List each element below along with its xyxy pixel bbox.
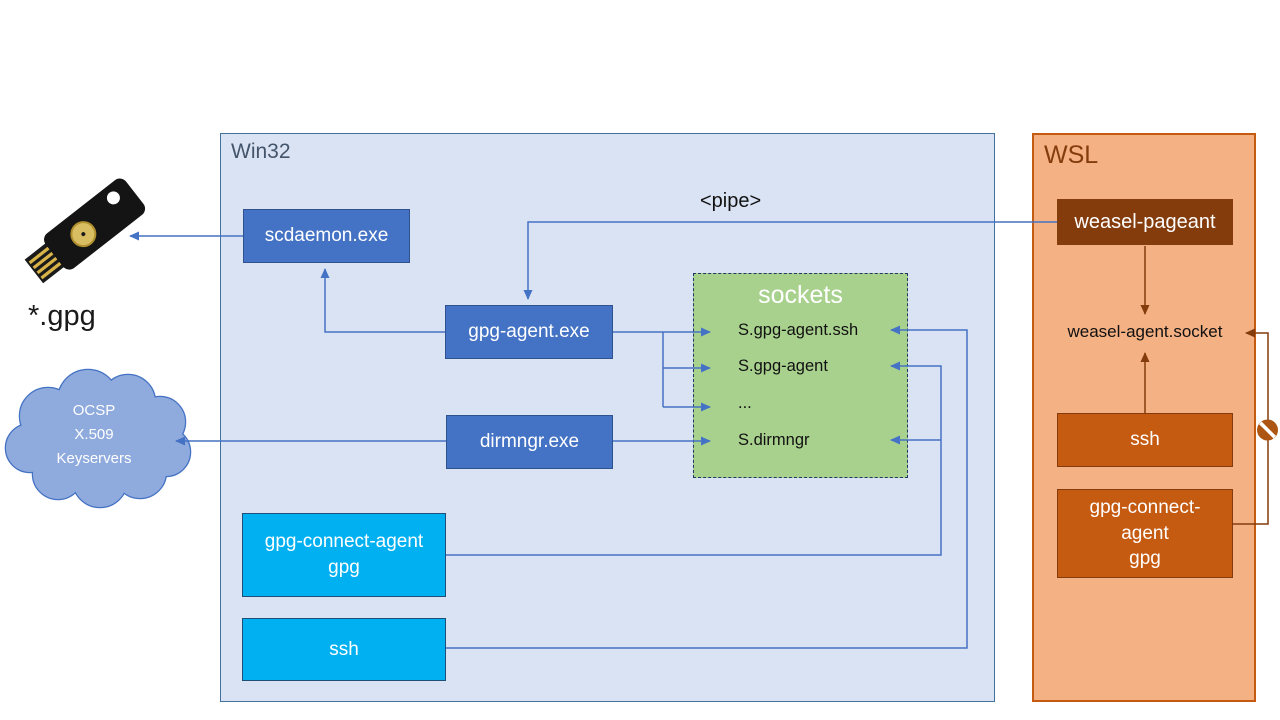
scdaemon-label: scdaemon.exe bbox=[264, 225, 389, 247]
win32-container-label: Win32 bbox=[231, 140, 291, 163]
win32-ssh-box: ssh bbox=[242, 618, 446, 681]
wsl-gpg-connect-agent-label-line1: gpg-connect- bbox=[1089, 497, 1201, 519]
pipe-label: <pipe> bbox=[700, 190, 762, 212]
wsl-ssh-label: ssh bbox=[1130, 429, 1160, 451]
cloud-text-line1: OCSP bbox=[72, 402, 116, 419]
yubikey-icon bbox=[24, 178, 146, 284]
socket-entry-gpg-agent-ssh: S.gpg-agent.ssh bbox=[738, 321, 859, 339]
dirmngr-box: dirmngr.exe bbox=[446, 415, 613, 469]
scdaemon-box: scdaemon.exe bbox=[243, 209, 410, 263]
weasel-agent-socket-label: weasel-agent.socket bbox=[1067, 322, 1223, 341]
gpg-agent-box: gpg-agent.exe bbox=[445, 305, 613, 359]
weasel-pageant-box: weasel-pageant bbox=[1057, 199, 1233, 245]
win32-ssh-label: ssh bbox=[329, 638, 359, 660]
win32-gpg-connect-agent-label-line1: gpg-connect-agent bbox=[264, 531, 424, 553]
wsl-container-label: WSL bbox=[1044, 141, 1099, 169]
socket-entry-dirmngr: S.dirmngr bbox=[738, 431, 810, 449]
gpg-agent-label: gpg-agent.exe bbox=[468, 321, 590, 343]
cloud-text-line2: X.509 bbox=[74, 426, 114, 443]
socket-entry-ellipsis: ... bbox=[738, 394, 752, 412]
wsl-ssh-box: ssh bbox=[1057, 413, 1233, 467]
wsl-gpg-connect-agent-box: gpg-connect- agent gpg bbox=[1057, 489, 1233, 578]
keyserver-cloud-text: OCSP X.509 Keyservers bbox=[8, 399, 180, 471]
weasel-pageant-label: weasel-pageant bbox=[1074, 210, 1216, 233]
socket-entry-gpg-agent: S.gpg-agent bbox=[738, 357, 828, 375]
sockets-group-title: sockets bbox=[758, 281, 843, 309]
wsl-gpg-connect-agent-label-line3: gpg bbox=[1129, 548, 1161, 570]
dirmngr-label: dirmngr.exe bbox=[479, 431, 580, 453]
win32-gpg-connect-agent-label-line2: gpg bbox=[328, 557, 360, 578]
gpg-files-label: *.gpg bbox=[28, 300, 96, 332]
win32-gpg-connect-agent-box: gpg-connect-agent gpg bbox=[242, 513, 446, 597]
no-entry-icon bbox=[1257, 419, 1278, 441]
wsl-gpg-connect-agent-label-line2: agent bbox=[1121, 522, 1169, 544]
cloud-text-line3: Keyservers bbox=[56, 450, 132, 467]
